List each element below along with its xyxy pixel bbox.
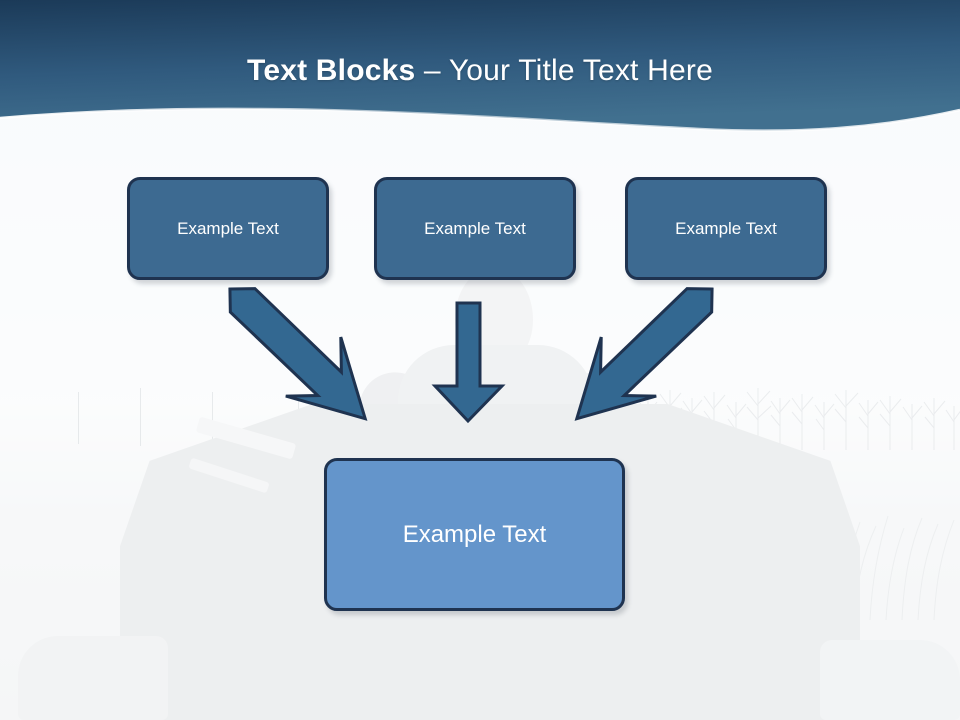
text-block-result[interactable]: Example Text (324, 458, 625, 611)
text-block-1[interactable]: Example Text (127, 177, 329, 280)
text-block-3[interactable]: Example Text (625, 177, 827, 280)
text-block-2[interactable]: Example Text (374, 177, 576, 280)
title-bold-part: Text Blocks (247, 54, 416, 87)
title-separator: – (415, 54, 449, 87)
page-title: Text Blocks – Your Title Text Here (0, 52, 960, 90)
header-banner (0, 0, 960, 145)
title-light-part: Your Title Text Here (448, 54, 713, 87)
